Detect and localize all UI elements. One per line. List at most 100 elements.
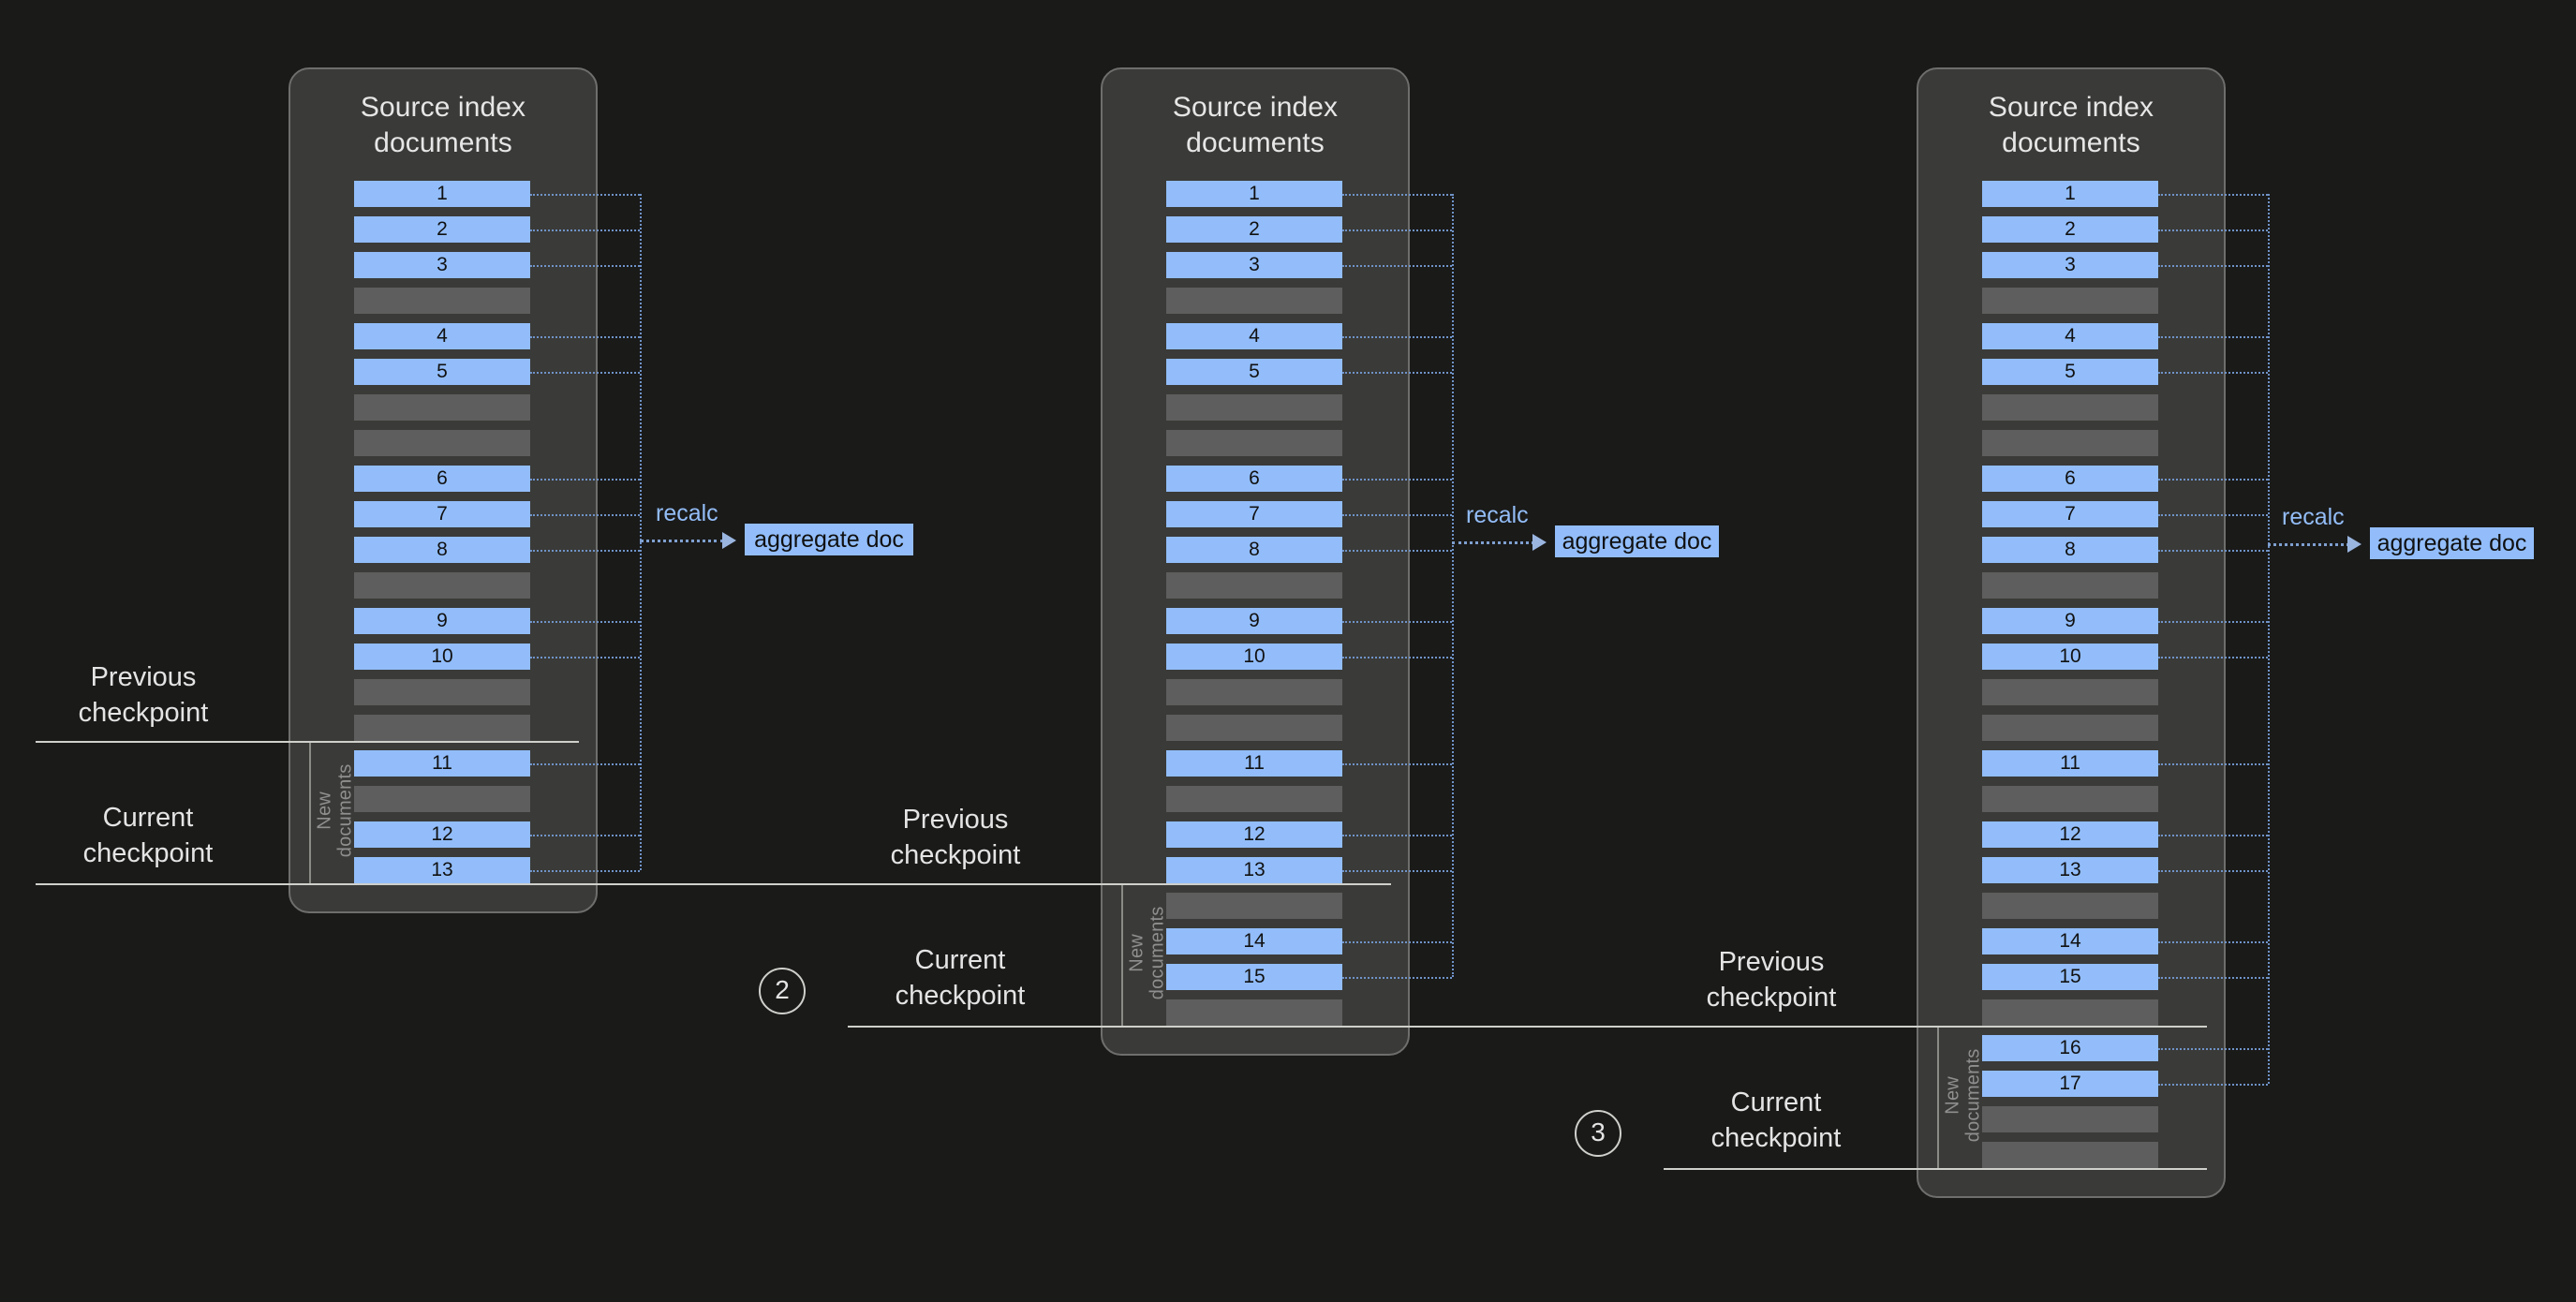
empty-row	[354, 679, 530, 705]
new-documents-label: New documents	[1126, 906, 1168, 1000]
current-checkpoint-label: Current checkpoint	[82, 803, 214, 868]
row-connector	[530, 479, 640, 481]
row-connector	[1342, 479, 1452, 481]
row-connector	[1342, 550, 1452, 552]
new-documents-label: New documents	[314, 763, 356, 858]
empty-row	[354, 394, 530, 421]
step-number-badge-2: 2	[759, 968, 806, 1014]
aggregate-doc-box: aggregate doc	[2370, 527, 2534, 559]
aggregation-spine	[640, 194, 642, 870]
row-connector	[1342, 372, 1452, 374]
empty-row	[1982, 715, 2158, 741]
empty-row	[1166, 715, 1342, 741]
row-connector	[530, 763, 640, 765]
document-row: 7	[1982, 501, 2158, 527]
empty-row	[354, 786, 530, 812]
row-connector	[2158, 550, 2268, 552]
row-connector	[2158, 514, 2268, 516]
empty-row	[354, 715, 530, 741]
recalc-arrow-head	[722, 532, 736, 549]
row-connector	[530, 514, 640, 516]
document-row: 5	[1166, 359, 1342, 385]
card-title-2: Source index documents	[1172, 92, 1339, 159]
empty-row	[1166, 572, 1342, 599]
row-connector	[1342, 870, 1452, 872]
row-connector	[2158, 229, 2268, 231]
row-connector	[530, 229, 640, 231]
row-connector	[1342, 763, 1452, 765]
document-row: 2	[354, 216, 530, 243]
aggregate-doc-box: aggregate doc	[1555, 525, 1719, 557]
document-row: 8	[354, 537, 530, 563]
document-row: 11	[1982, 750, 2158, 777]
empty-row	[1166, 430, 1342, 456]
current-checkpoint-label: Current checkpoint	[1710, 1087, 1842, 1153]
empty-row	[1982, 288, 2158, 314]
empty-row	[1982, 394, 2158, 421]
row-connector	[2158, 870, 2268, 872]
row-connector	[2158, 1084, 2268, 1086]
empty-row	[1982, 679, 2158, 705]
row-connector	[2158, 941, 2268, 943]
row-connector	[530, 336, 640, 338]
row-connector	[1342, 336, 1452, 338]
document-row: 4	[1982, 323, 2158, 349]
document-row: 1	[1166, 181, 1342, 207]
recalc-label: recalc	[656, 500, 718, 526]
empty-row	[1166, 288, 1342, 314]
document-row: 6	[1166, 466, 1342, 492]
empty-row	[1982, 999, 2158, 1026]
row-connector	[530, 550, 640, 552]
row-connector	[2158, 479, 2268, 481]
document-row: 16	[1982, 1035, 2158, 1061]
document-row: 10	[1166, 644, 1342, 670]
empty-row	[354, 430, 530, 456]
document-row: 2	[1982, 216, 2158, 243]
empty-row	[1166, 394, 1342, 421]
new-documents-divider	[1121, 883, 1123, 1026]
row-connector	[2158, 194, 2268, 196]
row-connector	[2158, 1048, 2268, 1050]
current-checkpoint-label: Current checkpoint	[895, 945, 1026, 1011]
current-checkpoint-line	[848, 1026, 2207, 1028]
document-row: 14	[1982, 928, 2158, 954]
document-row: 13	[354, 857, 530, 883]
recalc-arrow-line	[640, 540, 724, 542]
row-connector	[2158, 336, 2268, 338]
current-checkpoint-line	[36, 883, 1391, 885]
row-connector	[2158, 372, 2268, 374]
row-connector	[530, 835, 640, 836]
previous-checkpoint-line	[848, 883, 1391, 885]
row-connector	[1342, 835, 1452, 836]
recalc-label: recalc	[2282, 504, 2345, 530]
empty-row	[1166, 999, 1342, 1026]
empty-row	[1982, 430, 2158, 456]
card-title-3: Source index documents	[1988, 92, 2154, 159]
empty-row	[1982, 1142, 2158, 1168]
row-connector	[2158, 657, 2268, 658]
row-connector	[1342, 621, 1452, 623]
previous-checkpoint-label: Previous checkpoint	[1706, 947, 1837, 1013]
document-row: 5	[354, 359, 530, 385]
document-row: 15	[1166, 964, 1342, 990]
row-connector	[1342, 514, 1452, 516]
row-connector	[2158, 977, 2268, 979]
recalc-arrow-line	[2268, 543, 2349, 546]
empty-row	[1166, 679, 1342, 705]
row-connector	[2158, 763, 2268, 765]
previous-checkpoint-label: Previous checkpoint	[890, 805, 1021, 870]
document-row: 3	[354, 252, 530, 278]
recalc-arrow-head	[1532, 534, 1547, 551]
document-row: 10	[1982, 644, 2158, 670]
document-row: 8	[1166, 537, 1342, 563]
document-row: 7	[1166, 501, 1342, 527]
previous-checkpoint-line	[1664, 1026, 2207, 1028]
document-row: 9	[1166, 608, 1342, 634]
empty-row	[354, 572, 530, 599]
document-row: 7	[354, 501, 530, 527]
document-row: 3	[1166, 252, 1342, 278]
document-row: 5	[1982, 359, 2158, 385]
document-row: 17	[1982, 1071, 2158, 1097]
document-row: 14	[1166, 928, 1342, 954]
new-documents-divider	[1937, 1026, 1939, 1168]
